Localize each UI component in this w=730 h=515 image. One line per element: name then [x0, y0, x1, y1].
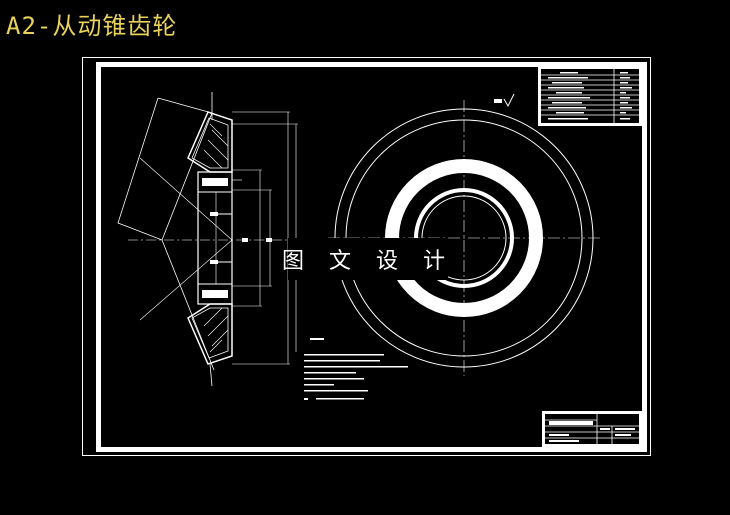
- title-block: [542, 411, 642, 447]
- gear-section-view: [117, 92, 298, 387]
- outer-sheet-border: [82, 57, 651, 456]
- drawing-title: A2-从动锥齿轮: [6, 12, 178, 40]
- inner-drawing-frame: [96, 62, 647, 452]
- parameter-table: [538, 66, 642, 126]
- watermark-text: 图 文 设 计: [282, 238, 448, 280]
- roughness-symbol: [494, 93, 515, 108]
- technical-notes: [304, 338, 408, 400]
